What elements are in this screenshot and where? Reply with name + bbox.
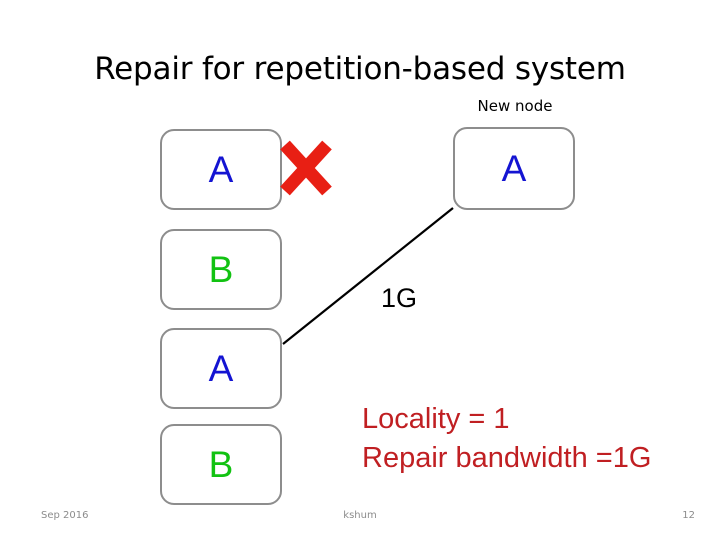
new-node-label: A [501, 148, 527, 189]
footer-author: kshum [343, 510, 377, 521]
storage-node-label-4: B [208, 444, 234, 485]
storage-node-label-1: A [208, 149, 234, 190]
conclusion-line-bandwidth: Repair bandwidth =1G [362, 442, 652, 474]
storage-node-box-2: B [160, 229, 282, 310]
storage-node-box-3: A [160, 328, 282, 409]
conclusion-line-locality: Locality = 1 [362, 403, 510, 435]
storage-node-label-3: A [208, 348, 234, 389]
repair-connector-line [282, 207, 454, 345]
x-mark-icon [280, 140, 332, 196]
storage-node-box-1: A [160, 129, 282, 210]
new-node-caption: New node [477, 97, 553, 115]
bandwidth-label: 1G [381, 283, 418, 313]
storage-node-box-4: B [160, 424, 282, 505]
footer-page-number: 12 [682, 510, 695, 521]
conclusion-text: Locality = 1 Repair bandwidth =1G [362, 400, 651, 478]
new-node-box: A [453, 127, 575, 210]
footer-date: Sep 2016 [41, 510, 89, 521]
storage-node-label-2: B [208, 249, 234, 290]
page-title: Repair for repetition-based system [94, 51, 626, 87]
